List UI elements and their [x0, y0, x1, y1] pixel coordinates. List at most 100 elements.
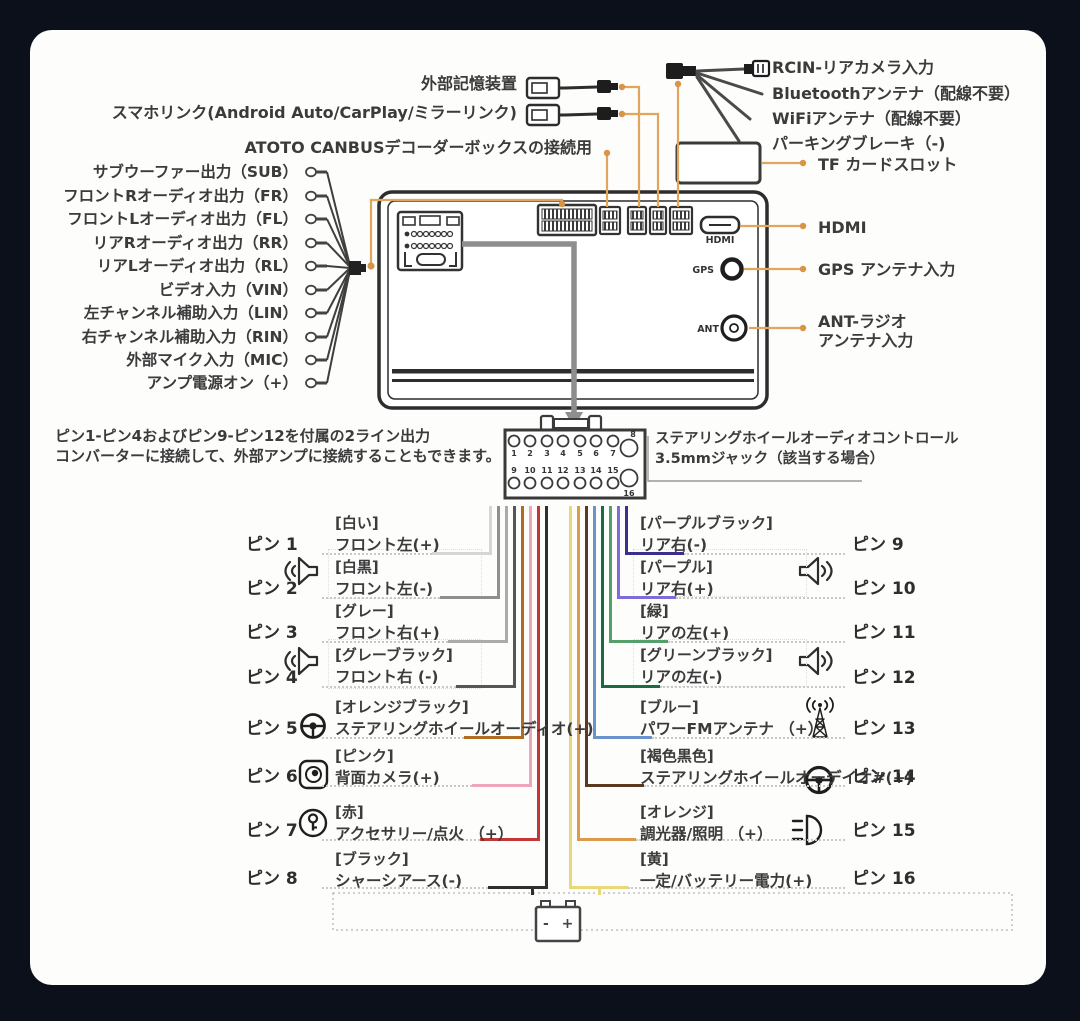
- rca-plug-icon: [305, 307, 327, 319]
- wire-pin14: [586, 784, 644, 787]
- label-parking-brake: パーキングブレーキ（-): [772, 134, 946, 153]
- ignition-key-icon: [298, 808, 328, 838]
- row-dotted-line: [322, 641, 448, 643]
- pin12-label: [グリーンブラック]リアの左(-): [640, 646, 773, 686]
- label-rca-vin: ビデオ入力（VIN）: [158, 281, 298, 299]
- pin-number-9: ピン 9: [852, 535, 904, 555]
- wire-pin15: [576, 506, 580, 841]
- pin14-label: [褐色黒色]ステアリングホイールオーデイオ#(+): [640, 747, 913, 787]
- rca-plug-icon: [305, 260, 327, 272]
- wire-pin3: [504, 506, 508, 643]
- pin13-label: [ブルー]パワーFMアンテナ （+）: [640, 698, 824, 738]
- svg-text:10: 10: [524, 466, 536, 475]
- row-dotted-line: [668, 641, 845, 643]
- pin-number-15: ピン 15: [852, 821, 916, 841]
- label-hdmi: HDMI: [818, 218, 867, 237]
- svg-text:4: 4: [560, 449, 566, 458]
- svg-text:16: 16: [623, 489, 635, 498]
- svg-text:12: 12: [557, 466, 568, 475]
- wire-pin13: [592, 506, 596, 739]
- svg-text:11: 11: [541, 466, 553, 475]
- label-rca-fr: フロントRオーディオ出力（FR）: [63, 187, 298, 205]
- wire-pin7: [536, 506, 540, 841]
- pin-number-7: ピン 7: [246, 821, 298, 841]
- wire-pin12: [602, 685, 660, 688]
- gps-port: GPS: [692, 257, 744, 281]
- rcin-plug-icon: [744, 59, 771, 78]
- hdmi-port: HDMI: [699, 215, 741, 246]
- pin10-label: [パープル]リア右(+): [640, 558, 714, 598]
- svg-text:6: 6: [593, 449, 599, 458]
- pin-number-14: ピン 14: [852, 767, 916, 787]
- pin11-label: [緑]リアの左(+): [640, 602, 730, 642]
- battery-icon: [534, 900, 582, 943]
- wire-pin14: [584, 506, 588, 787]
- pin-number-12: ピン 12: [852, 668, 916, 688]
- wire-pin15: [578, 838, 636, 841]
- wire-pin6: [528, 506, 532, 787]
- svg-text:15: 15: [607, 466, 619, 475]
- label-phone-link: スマホリンク(Android Auto/CarPlay/ミラーリンク): [111, 103, 517, 122]
- row-dotted-line: [322, 887, 488, 889]
- fm-antenna-icon: [806, 697, 834, 738]
- rca-plug-icon: [305, 331, 327, 343]
- pin1-label: [白い]フロント左(+): [335, 514, 440, 554]
- wire-pin16: [568, 506, 572, 889]
- label-rcin: RCIN-リアカメラ入力: [772, 58, 935, 77]
- note-line-2: コンバーターに接続して、外部アンプに接続することもできます。: [55, 447, 501, 465]
- pin3-label: [グレー]フロント右(+): [335, 602, 440, 642]
- row-dotted-line: [676, 597, 845, 599]
- speaker-icon: [798, 556, 833, 586]
- pin8-label: [ブラック]シャーシアース(-): [335, 850, 463, 890]
- note-line-1: ピン1-ピン4およびピン9-ピン12を付属の2ライン出力: [55, 427, 431, 445]
- callout-lines: [369, 85, 802, 330]
- label-external-storage: 外部記憶装置: [420, 74, 517, 93]
- pin2-label: [白黒]フロント左(-): [335, 558, 434, 598]
- rca-fan: [326, 171, 351, 384]
- rca-plug-icon: [305, 377, 327, 389]
- label-rca-sub: サブウーファー出力（SUB）: [92, 163, 298, 181]
- row-dotted-line: [322, 737, 464, 739]
- svg-text:1: 1: [511, 449, 517, 458]
- usb-port-icon: [525, 103, 565, 127]
- wire-pin4: [512, 506, 516, 688]
- swc-callout-line: [647, 436, 862, 482]
- label-wifi: WiFiアンテナ（配線不要）: [772, 109, 971, 128]
- wire-pin10: [616, 506, 620, 599]
- callout-dots: [367, 80, 807, 332]
- pin-number-1: ピン 1: [246, 535, 298, 555]
- svg-text:2: 2: [527, 449, 533, 458]
- wire-pin12: [600, 506, 604, 688]
- wire-pin3: [448, 640, 506, 643]
- svg-text:13: 13: [574, 466, 585, 475]
- hdmi-port-text: HDMI: [706, 235, 735, 246]
- wire-pin5: [464, 736, 522, 739]
- label-rca-mic: 外部マイク入力（MIC）: [126, 351, 298, 369]
- pin6-label: [ピンク]背面カメラ(+): [335, 747, 440, 787]
- rear-connectors: [536, 203, 694, 237]
- label-rca-lin: 左チャンネル補助入力（LIN）: [83, 304, 298, 322]
- wire-pin11: [610, 640, 668, 643]
- wire-pin16: [570, 886, 628, 889]
- svg-text:14: 14: [590, 466, 602, 475]
- wire-pin9: [624, 506, 628, 555]
- speaker-group-box: [328, 639, 482, 689]
- swc-line-1: ステアリングホイールオーディオコントロール: [655, 431, 959, 447]
- svg-text:8: 8: [630, 430, 636, 439]
- row-dotted-line: [644, 785, 845, 787]
- pin15-label: [オレンジ]調光器/照明 （+）: [640, 803, 773, 843]
- row-dotted-line: [322, 785, 472, 787]
- wire-pin4: [456, 685, 514, 688]
- label-bluetooth: Bluetoothアンテナ（配線不要）: [772, 84, 1020, 103]
- tf-card-slot: [675, 141, 762, 185]
- swc-line-2: 3.5mmジャック（該当する場合）: [655, 451, 885, 467]
- row-dotted-line: [628, 887, 845, 889]
- rca-bundle-plug-icon: [349, 261, 366, 275]
- wire-pin2: [440, 596, 498, 599]
- battery-polarity-label: - +: [543, 916, 578, 932]
- gps-port-text: GPS: [692, 265, 714, 276]
- row-dotted-line: [322, 686, 456, 688]
